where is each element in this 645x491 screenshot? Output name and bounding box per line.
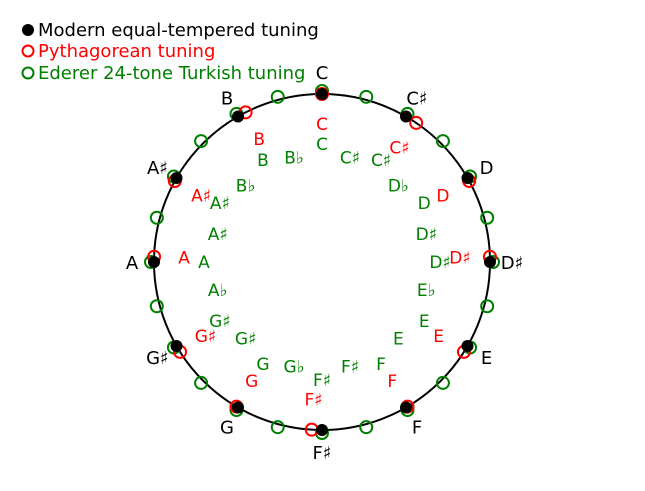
turkish-point-19 — [149, 210, 164, 225]
equal-tempered-layer: CC♯DD♯EFF♯GG♯AA♯B — [126, 63, 523, 464]
pythagorean-label-f: F — [387, 372, 397, 392]
turkish-label-2: C♯ — [371, 151, 391, 171]
turkish-label-13: G♭ — [283, 357, 304, 377]
turkish-label-7: E♭ — [417, 281, 436, 301]
equal-tempered-label-d: D — [480, 158, 494, 179]
turkish-label-14: G — [256, 355, 269, 375]
turkish-label-1: C♯ — [340, 149, 360, 169]
equal-tempered-point-fs — [316, 424, 328, 436]
equal-tempered-label-f: F — [412, 418, 422, 439]
equal-tempered-label-fs: F♯ — [312, 443, 331, 464]
turkish-label-8: E — [419, 312, 430, 332]
equal-tempered-label-b: B — [221, 88, 233, 109]
pythagorean-label-b: B — [253, 130, 265, 150]
equal-tempered-point-f — [400, 401, 412, 414]
turkish-point-9 — [435, 375, 450, 390]
turkish-point-13 — [270, 420, 285, 435]
equal-tempered-label-ds: D♯ — [501, 253, 524, 274]
pythagorean-label-ds: D♯ — [449, 249, 470, 269]
turkish-point-23 — [270, 89, 285, 104]
pythagorean-label-as: A♯ — [191, 186, 211, 206]
pythagorean-label-fs: F♯ — [305, 391, 323, 411]
equal-tempered-point-ds — [484, 256, 496, 268]
turkish-point-5 — [480, 210, 495, 225]
turkish-label-6: D♯ — [429, 253, 450, 273]
legend-pythagorean-label: Pythagorean tuning — [38, 41, 215, 62]
turkish-point-7 — [480, 299, 495, 314]
pythagorean-label-a: A — [178, 249, 190, 269]
turkish-point-3 — [435, 134, 450, 149]
pythagorean-label-g: G — [245, 372, 258, 392]
turkish-point-17 — [149, 299, 164, 314]
legend-pythagorean-marker — [21, 44, 35, 58]
turkish-label-5: D♯ — [416, 225, 437, 245]
legend-modern-marker — [22, 24, 34, 36]
equal-tempered-point-a — [148, 256, 160, 268]
turkish-label-19: A♯ — [208, 225, 228, 245]
turkish-label-12: F♯ — [313, 371, 331, 391]
turkish-point-15 — [194, 375, 209, 390]
equal-tempered-point-cs — [400, 110, 412, 123]
equal-tempered-label-as: A♯ — [147, 158, 168, 179]
pythagorean-label-e: E — [433, 327, 444, 347]
pythagorean-label-gs: G♯ — [195, 327, 216, 347]
equal-tempered-label-c: C — [316, 63, 329, 84]
turkish-label-4: D — [418, 194, 431, 214]
equal-tempered-point-gs — [170, 340, 183, 352]
equal-tempered-label-a: A — [126, 253, 139, 274]
pythagorean-label-cs: C♯ — [389, 139, 409, 159]
turkish-label-23: B♭ — [284, 149, 304, 169]
equal-tempered-label-g: G — [220, 418, 234, 439]
turkish-label-10: F — [376, 355, 386, 375]
legend-modern-label: Modern equal-tempered tuning — [38, 20, 319, 41]
legend-turkish-label: Ederer 24-tone Turkish tuning — [38, 63, 305, 84]
turkish-point-21 — [194, 134, 209, 149]
turkish-label-18: A — [198, 253, 210, 273]
equal-tempered-point-g — [232, 401, 244, 414]
pythagorean-point-cs — [409, 115, 424, 130]
equal-tempered-label-e: E — [481, 348, 492, 369]
legend-turkish-marker — [21, 66, 35, 80]
equal-tempered-point-as — [170, 172, 183, 184]
equal-tempered-label-gs: G♯ — [146, 348, 169, 369]
turkish-label-20: A♯ — [210, 194, 230, 214]
turkish-point-11 — [359, 420, 374, 435]
turkish-label-22: B — [257, 151, 269, 171]
pythagorean-label-c: C — [316, 115, 328, 135]
equal-tempered-label-cs: C♯ — [406, 88, 427, 109]
turkish-label-11: F♯ — [341, 357, 359, 377]
turkish-label-17: A♭ — [208, 281, 228, 301]
turkish-label-0: C — [316, 135, 328, 155]
turkish-label-15: G♯ — [235, 329, 256, 349]
legend: Modern equal-tempered tuning Pythagorean… — [21, 20, 319, 84]
turkish-label-9: E — [393, 329, 404, 349]
turkish-label-3: D♭ — [388, 177, 409, 197]
turkish-point-1 — [359, 89, 374, 104]
turkish-label-21: B♭ — [236, 177, 256, 197]
equal-tempered-point-c — [316, 88, 328, 100]
equal-tempered-point-d — [461, 172, 474, 184]
pythagorean-label-d: D — [436, 186, 449, 206]
equal-tempered-point-e — [461, 340, 474, 352]
turkish-label-16: G♯ — [209, 312, 230, 332]
equal-tempered-point-b — [232, 110, 244, 123]
